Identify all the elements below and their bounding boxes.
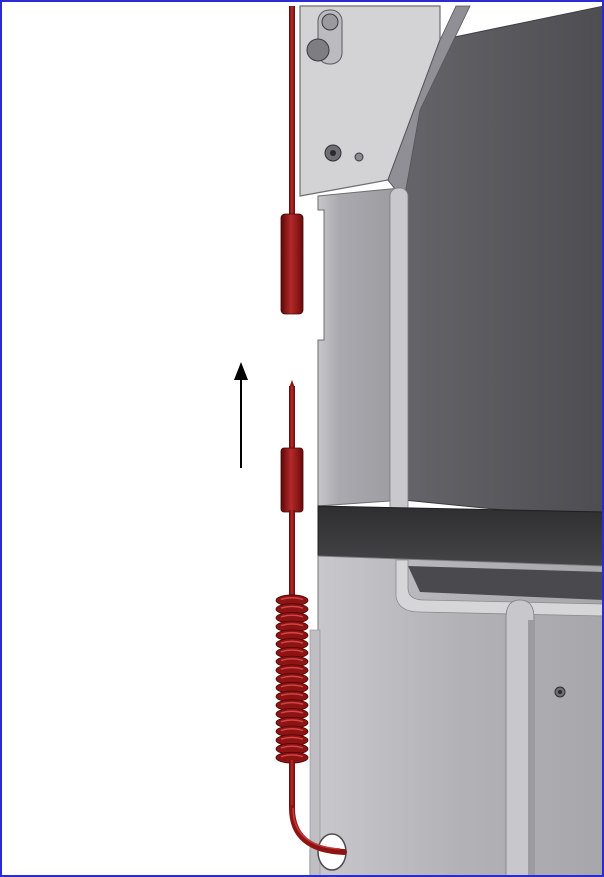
cable-lower-section bbox=[275, 380, 347, 855]
spring-coil-highlight bbox=[280, 693, 304, 697]
spring-coil-highlight bbox=[280, 745, 304, 749]
spring-coil-highlight bbox=[280, 684, 304, 688]
spring-coil-highlight bbox=[280, 710, 304, 714]
rib-shadow bbox=[528, 620, 534, 877]
cable-sleeve-lower bbox=[280, 447, 304, 513]
cable-wire-lower bbox=[289, 510, 295, 598]
spring-coil-highlight bbox=[280, 649, 304, 653]
cable-sleeve-upper bbox=[280, 213, 304, 315]
spring-coil-highlight bbox=[280, 614, 304, 618]
cable-wire-bottom bbox=[289, 760, 295, 810]
corner-trim bbox=[395, 559, 604, 617]
screw-head-icon bbox=[321, 13, 339, 31]
spring-coil-highlight bbox=[280, 658, 304, 662]
spring-coil-highlight bbox=[280, 701, 304, 705]
lower-recess bbox=[408, 566, 604, 600]
arrow-up-icon bbox=[234, 362, 248, 468]
screw-head-icon bbox=[330, 150, 336, 156]
spring-coil-highlight bbox=[280, 736, 304, 740]
screw-head-icon bbox=[558, 690, 562, 694]
spring-coil-highlight bbox=[280, 666, 304, 670]
lower-edge-strip bbox=[309, 629, 321, 877]
spring-coil-highlight bbox=[280, 719, 304, 723]
spring-coil-highlight bbox=[280, 675, 304, 679]
spring-coil-highlight bbox=[280, 728, 304, 732]
spring-coil-highlight bbox=[280, 605, 304, 609]
cable-bend-highlight bbox=[292, 807, 341, 850]
cable-wire-upper bbox=[289, 6, 295, 216]
spring-coil-highlight bbox=[280, 623, 304, 627]
bracket-hardware bbox=[306, 9, 566, 871]
dark-band bbox=[317, 505, 604, 567]
cable-bend bbox=[289, 805, 347, 855]
spring-coil-highlight bbox=[280, 631, 304, 635]
spring-coil-highlight bbox=[280, 754, 304, 758]
cable-wire-mid bbox=[289, 386, 295, 450]
spring-coil-highlight bbox=[280, 596, 304, 601]
screw-head-icon bbox=[306, 38, 330, 62]
vertical-rib bbox=[505, 599, 535, 877]
cable-upper-section bbox=[280, 6, 304, 315]
coil-spring-icon bbox=[275, 594, 309, 764]
machine-housing bbox=[299, 5, 604, 877]
spring-coil-highlight bbox=[280, 640, 304, 644]
screw-head-icon bbox=[354, 152, 364, 162]
